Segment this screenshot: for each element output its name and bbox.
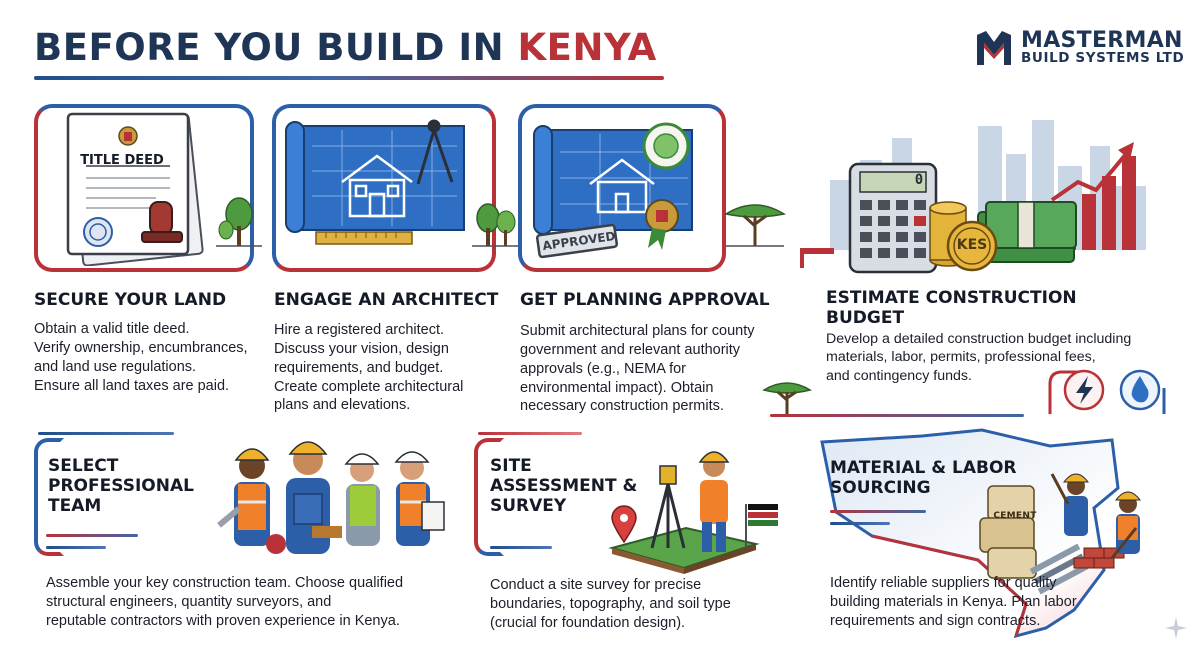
calculator-keys (860, 200, 926, 258)
approved-stamp (535, 223, 619, 259)
laborer-1 (1050, 473, 1090, 536)
title-deed-illustration (46, 106, 236, 266)
step-5-accent-rule-1 (46, 534, 138, 537)
acacia-tree-icon-small (760, 376, 814, 422)
step-3-frame (518, 104, 726, 272)
blueprint-illustration (282, 116, 482, 256)
ground-line (770, 414, 1024, 417)
step-7-body: Identify reliable suppliers for quality … (830, 575, 1077, 629)
step-1-body: Obtain a valid title deed. Verify owners… (34, 321, 248, 394)
title-underline (34, 76, 664, 80)
worker-2 (266, 441, 342, 554)
step-6-body: Conduct a site survey for precise bounda… (490, 577, 731, 631)
step-2-frame (272, 104, 496, 272)
logo-line-2: BUILD SYSTEMS LTD (1021, 50, 1185, 67)
step-5-heading: SELECT PROFESSIONAL TEAM (48, 456, 194, 517)
masterman-m-icon (977, 31, 1011, 65)
step-7-accent-rule-2 (830, 522, 890, 525)
step-1-frame (34, 104, 254, 272)
laborer-2 (1110, 491, 1142, 559)
step-7-accent-rule-1 (830, 510, 926, 513)
compass-icon (416, 119, 454, 185)
kenya-map-illustration (812, 428, 1172, 640)
kes-coin-label: KES (956, 237, 988, 253)
cash-stack-icon (977, 201, 1077, 263)
tripod-theodolite-icon (650, 483, 686, 549)
rubber-stamp-icon (141, 201, 183, 243)
step-5-corner (34, 438, 64, 556)
acacia-tree-icon (722, 196, 788, 252)
approved-plan-illustration (530, 116, 730, 266)
sparkle-icon (1164, 616, 1188, 640)
step-6-corner (474, 438, 504, 556)
step-3-heading: GET PLANNING APPROVAL (520, 290, 770, 310)
worker-1 (217, 448, 270, 546)
kenya-flag-icon (745, 504, 778, 548)
step-5-body: Assemble your key construction team. Cho… (46, 575, 404, 629)
step-6-top-rule (478, 432, 582, 435)
title-deed-label: TITLE DEED (80, 153, 164, 168)
bricks-icon (1073, 547, 1125, 569)
surveyor (698, 451, 730, 552)
step-6-accent-rule (490, 546, 552, 549)
calculator-display: 0 (914, 172, 924, 188)
worker-3 (344, 453, 380, 546)
cement-sack-label: CEMENT (993, 511, 1037, 521)
clipboard-icon (421, 501, 445, 531)
step-6-heading: SITE ASSESSMENT & SURVEY (490, 456, 638, 517)
step-3-body: Submit architectural plans for county go… (520, 323, 755, 415)
title-accent: KENYA (517, 26, 657, 69)
house-sketch-icon (341, 154, 413, 218)
company-logo: MASTERMAN BUILD SYSTEMS LTD (974, 28, 1184, 68)
budget-illustration (800, 90, 1170, 280)
ruler-icon (315, 231, 413, 245)
location-pin-icon (611, 505, 637, 544)
utilities-icons (1044, 364, 1174, 420)
step-5-accent-rule-2 (46, 546, 106, 549)
tree-icon-2 (470, 200, 520, 252)
page-title: BEFORE YOU BUILD IN KENYA (34, 26, 657, 69)
step-4-body: Develop a detailed construction budget i… (826, 331, 1132, 384)
step-7-heading: MATERIAL & LABOR SOURCING (830, 458, 1017, 499)
professional-team-illustration (212, 432, 452, 568)
site-survey-illustration (606, 444, 792, 574)
kes-coin-icon (946, 220, 998, 272)
steel-bars-icon (1029, 543, 1089, 595)
step-4-heading: ESTIMATE CONSTRUCTION BUDGET (826, 288, 1077, 329)
worker-4 (394, 451, 445, 546)
stamp-seal-icon (83, 217, 113, 247)
tree-icon-1 (214, 196, 264, 252)
step-5-top-rule (38, 432, 174, 435)
step-2-body: Hire a registered architect. Discuss you… (274, 322, 464, 414)
step-1-heading: SECURE YOUR LAND (34, 290, 227, 310)
step-2-heading: ENGAGE AN ARCHITECT (274, 290, 499, 310)
title-main: BEFORE YOU BUILD IN (34, 26, 505, 69)
cement-sacks-icon (979, 485, 1037, 579)
logo-line-1: MASTERMAN (1021, 27, 1183, 53)
